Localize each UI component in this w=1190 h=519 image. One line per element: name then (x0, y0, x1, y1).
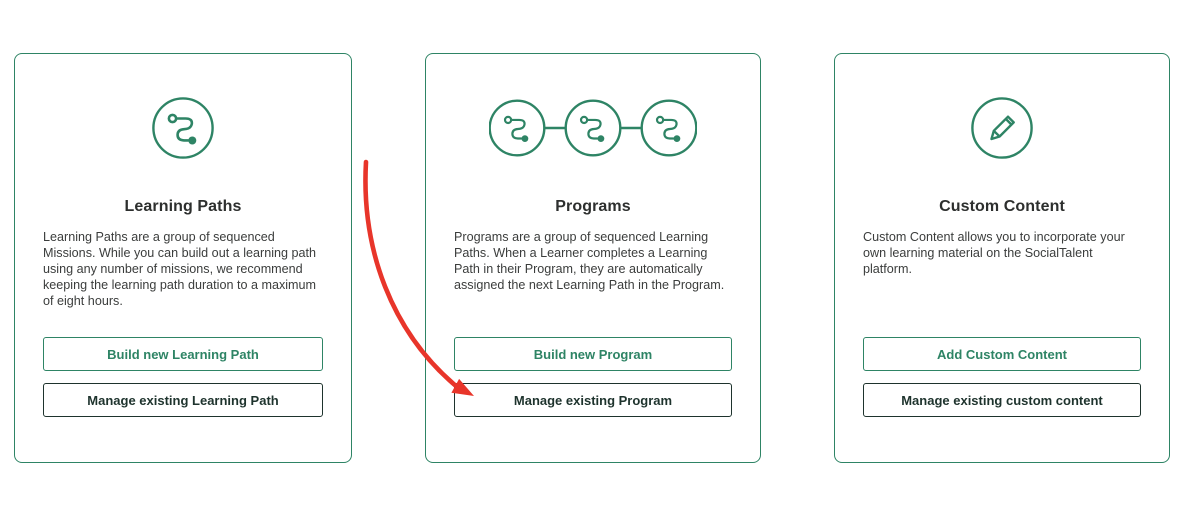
build-new-program-button[interactable]: Build new Program (454, 337, 732, 371)
card-title: Learning Paths (124, 198, 242, 215)
card-description: Learning Paths are a group of sequenced … (43, 230, 317, 308)
custom-content-icon (863, 96, 1141, 160)
custom-content-card: Custom Content Custom Content allows you… (834, 53, 1170, 463)
card-row: Learning Paths Learning Paths are a grou… (14, 53, 1170, 463)
program-icon (454, 96, 732, 160)
card-description: Programs are a group of sequenced Learni… (454, 230, 725, 292)
manage-existing-program-button[interactable]: Manage existing Program (454, 383, 732, 417)
learning-paths-card: Learning Paths Learning Paths are a grou… (14, 53, 352, 463)
card-title: Programs (555, 198, 631, 215)
build-new-learning-path-button[interactable]: Build new Learning Path (43, 337, 323, 371)
card-title: Custom Content (939, 198, 1065, 215)
card-buttons: Add Custom Content Manage existing custo… (863, 337, 1141, 417)
manage-existing-learning-path-button[interactable]: Manage existing Learning Path (43, 383, 323, 417)
add-custom-content-button[interactable]: Add Custom Content (863, 337, 1141, 371)
programs-card: Programs Programs are a group of sequenc… (425, 53, 761, 463)
manage-existing-custom-content-button[interactable]: Manage existing custom content (863, 383, 1141, 417)
card-buttons: Build new Program Manage existing Progra… (454, 337, 732, 417)
learning-path-icon (43, 96, 323, 160)
card-description: Custom Content allows you to incorporate… (863, 230, 1125, 276)
card-buttons: Build new Learning Path Manage existing … (43, 337, 323, 417)
